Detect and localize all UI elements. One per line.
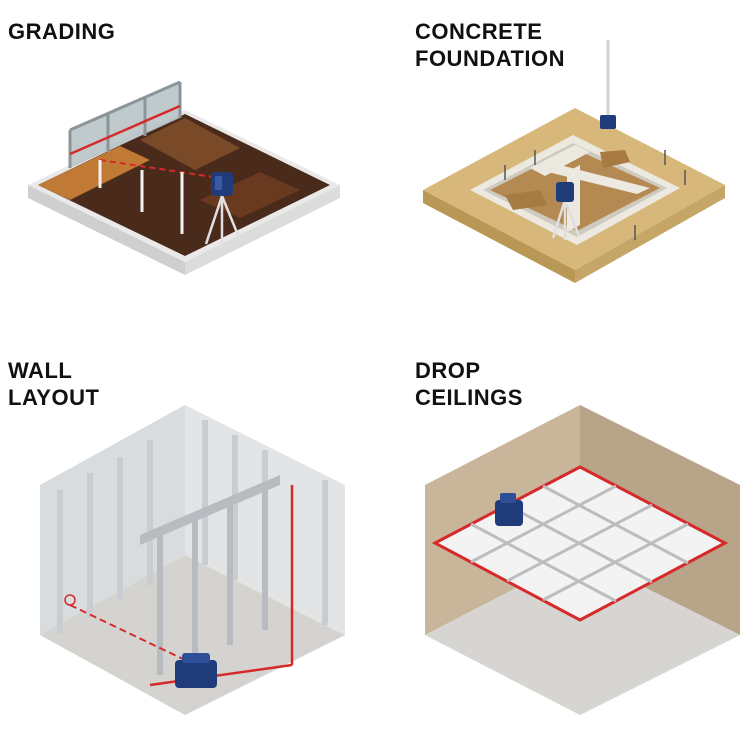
panel-concrete-foundation: CONCRETE FOUNDATION	[375, 0, 750, 375]
concrete-foundation-illustration	[423, 40, 725, 283]
panel-drop-ceilings: DROP CEILINGS	[375, 358, 750, 750]
drop-ceilings-illustration	[425, 405, 740, 715]
panel-wall-layout: WALL LAYOUT	[0, 358, 375, 750]
panel-title: CONCRETE FOUNDATION	[415, 19, 566, 71]
panel-title: DROP CEILINGS	[415, 358, 523, 410]
wall-layout-illustration	[40, 405, 345, 715]
panel-title: GRADING	[8, 19, 116, 44]
panel-title: WALL LAYOUT	[8, 358, 100, 410]
grading-illustration	[28, 80, 340, 275]
panel-grading: GRADING	[0, 0, 375, 375]
